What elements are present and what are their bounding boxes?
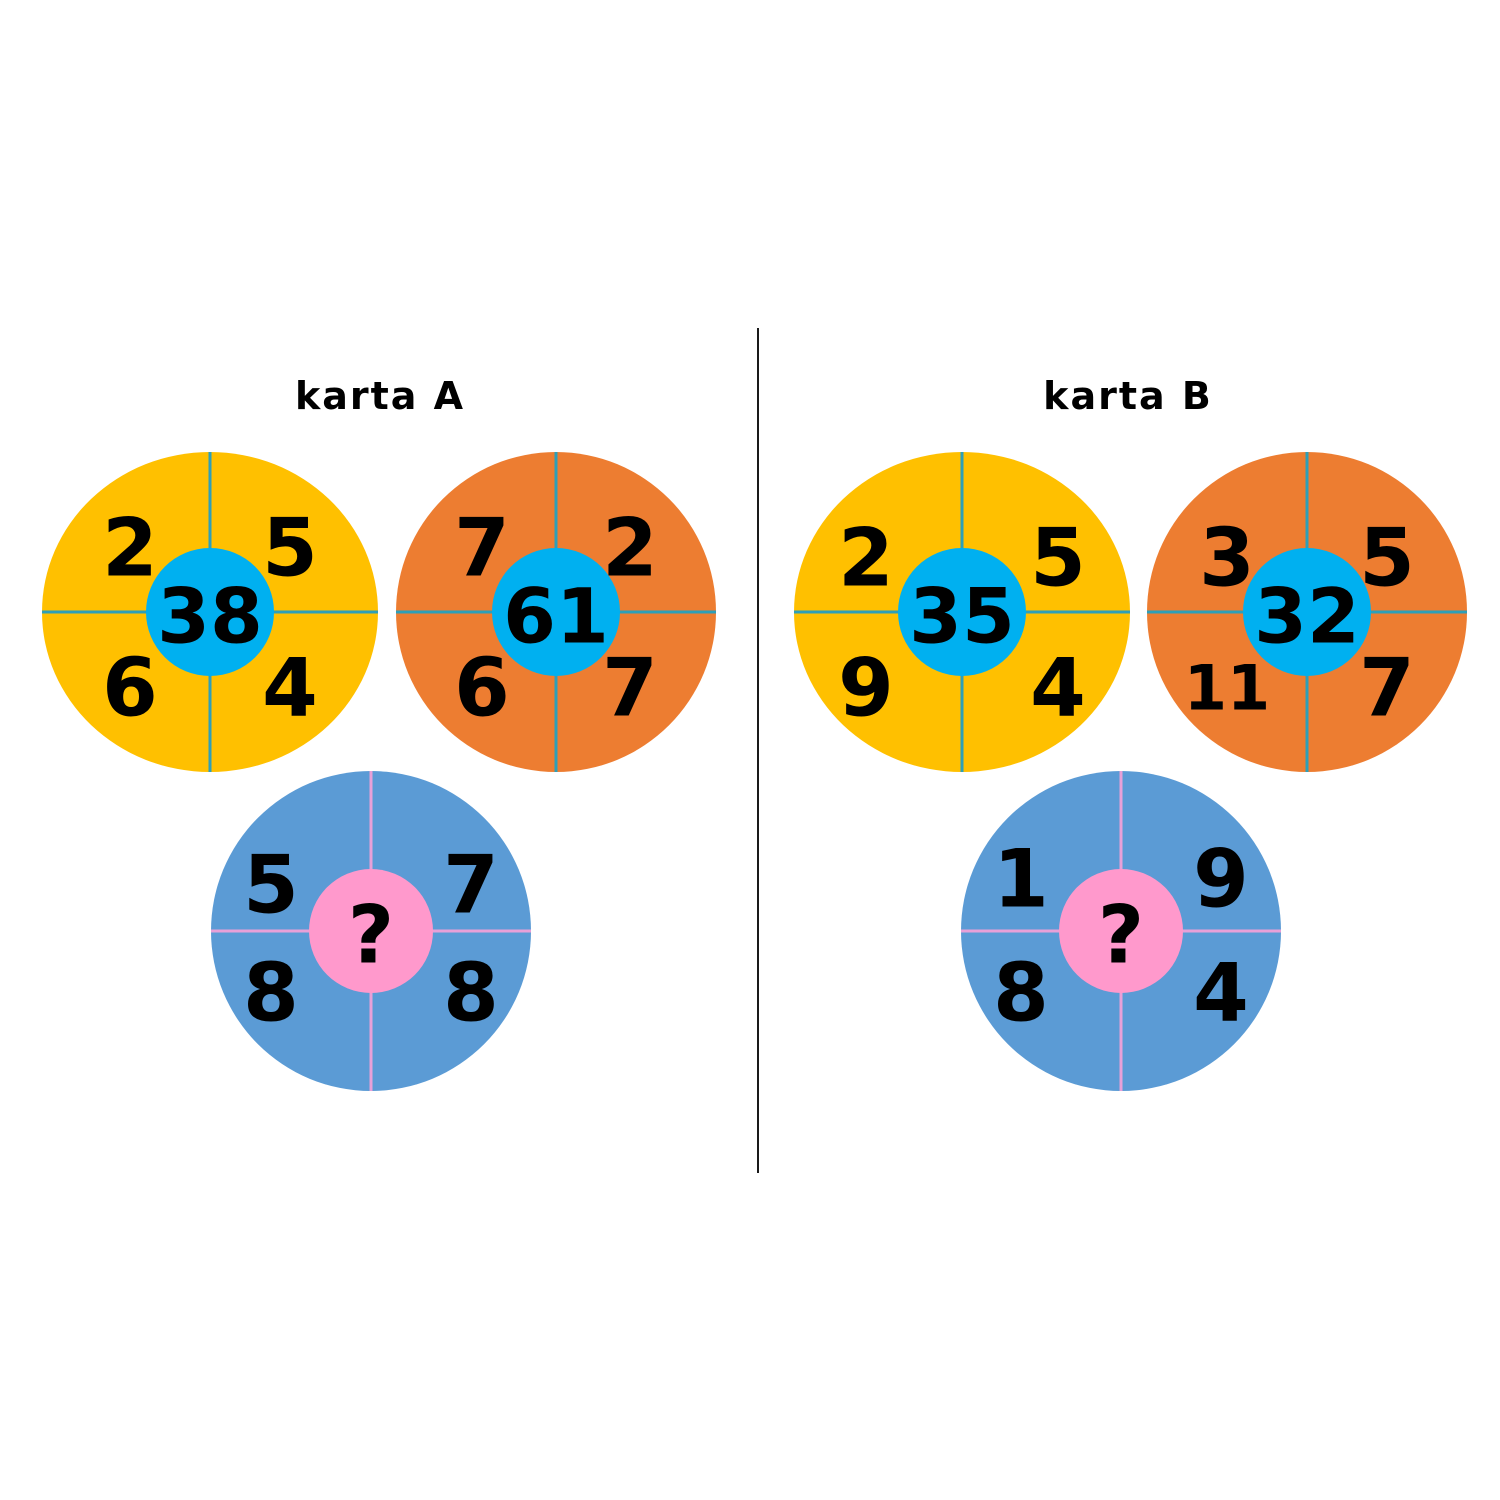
- quadrant-number-bottom-right: 7: [602, 642, 658, 735]
- quadrant-number-bottom-right: 8: [443, 947, 499, 1040]
- wheel-card-a-1: 2 5 6 438: [42, 452, 378, 772]
- wheel-card-b-2: 3 5 11 732: [1147, 452, 1467, 772]
- quadrant-number-top-right: 5: [1359, 512, 1415, 605]
- quadrant-number-bottom-left: 6: [454, 642, 510, 735]
- quadrant-number-top-left: 5: [243, 839, 299, 932]
- quadrant-number-bottom-right: 4: [1193, 947, 1249, 1040]
- quadrant-number-top-left: 1: [993, 833, 1049, 926]
- missing-center-number: ?: [348, 889, 394, 982]
- wheel-hub: [309, 869, 433, 993]
- wheel-card-b-1: 2 5 9 435: [794, 452, 1130, 772]
- quadrant-number-top-right: 2: [602, 502, 658, 595]
- card-divider: [757, 328, 759, 1173]
- quadrant-number-bottom-right: 7: [1359, 642, 1415, 735]
- quadrant-number-bottom-right: 4: [262, 642, 318, 735]
- quadrant-number-top-left: 2: [102, 502, 158, 595]
- quadrant-number-bottom-left: 6: [102, 642, 158, 735]
- quadrant-number-top-right: 5: [1030, 512, 1086, 605]
- wheel-hub: [146, 548, 274, 676]
- center-number: 61: [503, 572, 609, 661]
- wheel-card-b-3: 1 9 8 4?: [961, 771, 1281, 1091]
- quadrant-number-top-left: 2: [838, 512, 894, 605]
- card-b-title: karta B: [1043, 374, 1213, 418]
- wheel-hub: [492, 548, 620, 676]
- quadrant-number-bottom-right: 4: [1030, 642, 1086, 735]
- wheel-hub: [1243, 548, 1371, 676]
- center-number: 32: [1254, 572, 1360, 661]
- center-number: 38: [157, 572, 263, 661]
- quadrant-number-bottom-left: 11: [1184, 652, 1270, 725]
- quadrant-number-top-left: 3: [1199, 512, 1255, 605]
- wheel-hub: [898, 548, 1026, 676]
- quadrant-number-bottom-left: 9: [838, 642, 894, 735]
- center-number: 35: [909, 572, 1015, 661]
- quadrant-number-top-right: 5: [262, 502, 318, 595]
- quadrant-number-top-left: 7: [454, 502, 510, 595]
- card-a-title: karta A: [294, 374, 466, 418]
- wheel-hub: [1059, 869, 1183, 993]
- quadrant-number-bottom-left: 8: [993, 947, 1049, 1040]
- missing-center-number: ?: [1098, 889, 1144, 982]
- quadrant-number-top-right: 7: [443, 839, 499, 932]
- quadrant-number-top-right: 9: [1193, 833, 1249, 926]
- wheel-card-a-3: 5 7 8 8?: [211, 771, 531, 1091]
- quadrant-number-bottom-left: 8: [243, 947, 299, 1040]
